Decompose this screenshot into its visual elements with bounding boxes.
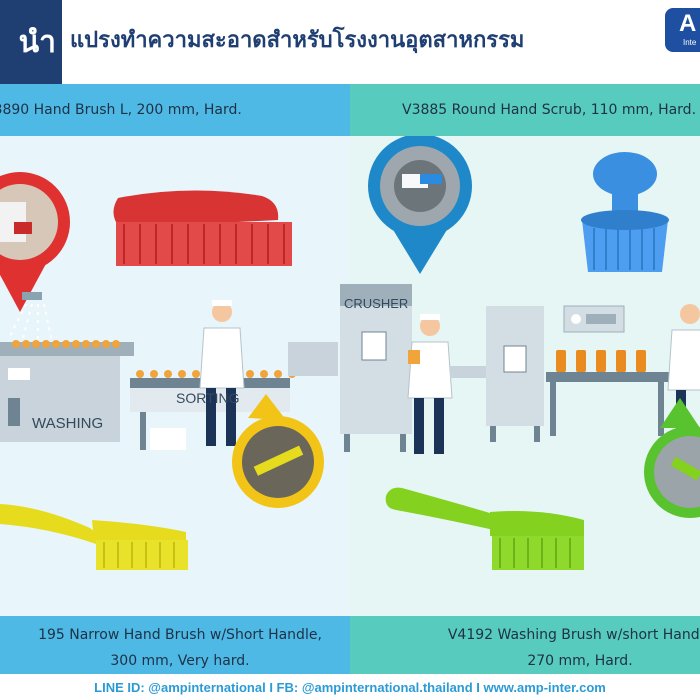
label-crusher: CRUSHER: [344, 296, 409, 311]
red-hand-brush: [113, 190, 292, 266]
yellow-narrow-brush: [0, 504, 188, 570]
pin-yellow-icon: [232, 394, 324, 508]
process-pipe: [450, 366, 486, 378]
worker-crusher: [407, 314, 453, 454]
product-caption-narrow-brush: 195 Narrow Hand Brush w/Short Handle, 30…: [38, 627, 322, 669]
bottling-conveyor: [546, 350, 670, 436]
washing-machine: [0, 342, 134, 442]
connector-pipe: [288, 342, 338, 376]
company-logo: A Inte: [665, 8, 700, 52]
pin-red-icon: [0, 172, 70, 312]
footer-contact: LINE ID: @ampinternational I FB: @ampint…: [94, 679, 606, 695]
header: นำ แปรงทำความสะอาดสำหรับโรงงานอุตสาหกรรม…: [0, 0, 700, 84]
crusher-machine: [340, 284, 412, 452]
blue-round-brush: [581, 152, 669, 272]
logo-text: Inte: [683, 38, 697, 47]
bottom-right-caption-strip: [350, 616, 700, 682]
spray-nozzle: [22, 292, 42, 300]
product-caption-v3890: V3890 Hand Brush L, 200 mm, Hard.: [0, 102, 242, 118]
product-caption-v4192: V4192 Washing Brush w/short Handle 270 m…: [447, 627, 700, 669]
factory-illustration: WASHING SORTING CRUSHER: [0, 136, 700, 616]
pin-blue-icon: [368, 136, 472, 274]
product-caption-v3885: V3885 Round Hand Scrub, 110 mm, Hard.: [402, 102, 697, 118]
processing-tank: [486, 306, 544, 442]
footer: LINE ID: @ampinternational I FB: @ampint…: [0, 674, 700, 700]
bottom-left-caption-strip: [0, 616, 350, 682]
label-sorting: SORTING: [176, 390, 240, 406]
water-spray: [7, 303, 53, 343]
page-title: แปรงทำความสะอาดสำหรับโรงงานอุตสาหกรรม: [70, 28, 525, 53]
label-washing: WASHING: [32, 415, 104, 432]
control-panel: [563, 305, 625, 333]
top-left-caption-strip: V3890 Hand Brush L, 200 mm, Hard.: [0, 84, 350, 136]
green-washing-brush: [385, 487, 584, 570]
fruit-row: [12, 340, 296, 378]
worker-sorting: [199, 300, 245, 446]
logo-mark: A: [679, 10, 697, 37]
top-right-caption-strip: V3885 Round Hand Scrub, 110 mm, Hard.: [350, 84, 700, 136]
pin-green-icon: [644, 398, 700, 518]
factory-scene-svg: [0, 136, 700, 570]
header-badge: นำ: [0, 0, 62, 84]
